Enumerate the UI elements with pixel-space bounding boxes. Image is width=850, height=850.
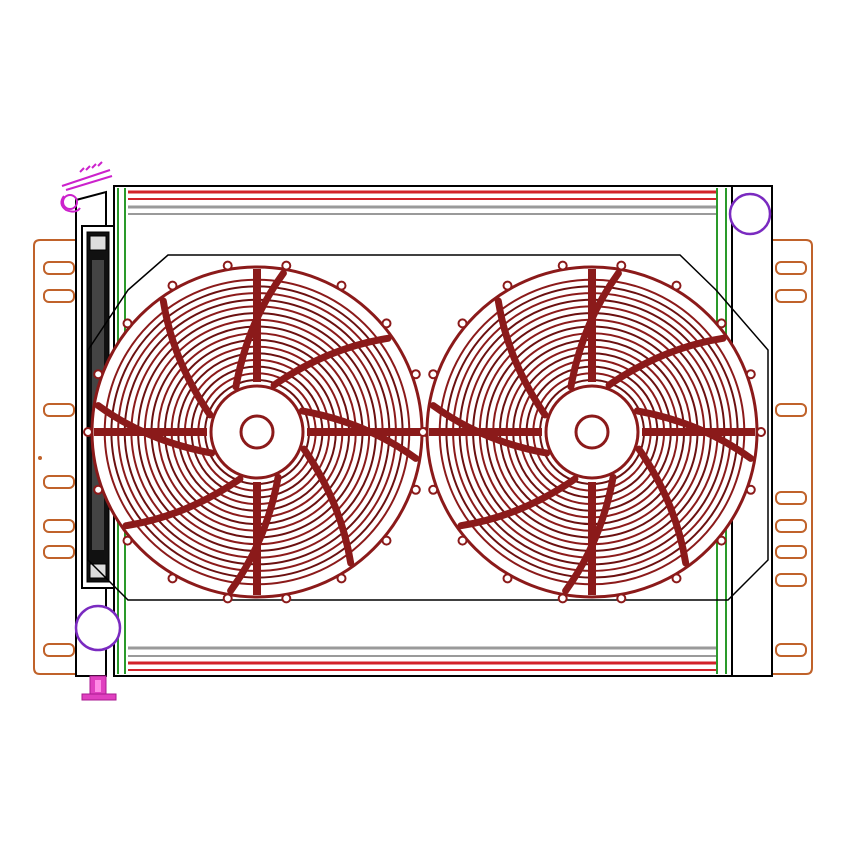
fan-tab	[428, 369, 439, 380]
fan-tab	[122, 535, 133, 546]
fan-tab	[502, 573, 513, 584]
fan-tab	[222, 593, 233, 604]
fan-tab	[428, 484, 439, 495]
logo-icon	[60, 161, 113, 213]
fan-tab	[281, 593, 292, 604]
fan-tab	[671, 280, 682, 291]
fan-tab	[167, 573, 178, 584]
fan-tab	[745, 484, 756, 495]
fan-tab	[457, 318, 468, 329]
fan-tab	[381, 318, 392, 329]
outlet-neck-icon	[74, 604, 122, 652]
fan-tab	[122, 318, 133, 329]
drain-valve-icon	[81, 675, 117, 701]
fan-tab	[281, 260, 292, 271]
fans-group	[83, 260, 766, 604]
fan-blade	[159, 297, 214, 419]
fan-tab	[716, 318, 727, 329]
fan-blade	[635, 445, 690, 567]
fan-tab	[381, 535, 392, 546]
right-tank-ribs	[775, 261, 807, 657]
fan-tab	[83, 427, 93, 437]
fan-tab	[616, 593, 627, 604]
fan-tab	[616, 260, 627, 271]
fan-shroud	[87, 254, 769, 601]
fan-blade	[270, 334, 392, 389]
fan-tab	[716, 535, 727, 546]
fan-tab	[336, 573, 347, 584]
fan-tab	[222, 260, 233, 271]
fan-tab	[502, 280, 513, 291]
fan-2	[418, 260, 766, 604]
fan-tab	[93, 369, 104, 380]
fan-tab	[557, 593, 568, 604]
fan-tab	[671, 573, 682, 584]
left-tank-ribs	[43, 261, 75, 657]
fan-tab	[457, 535, 468, 546]
tank-marker	[38, 456, 42, 460]
fan-tab	[410, 369, 421, 380]
fan-tab	[410, 484, 421, 495]
fan-motor-center	[574, 414, 610, 450]
fan-tab	[167, 280, 178, 291]
fan-motor-center	[239, 414, 275, 450]
inlet-neck-icon	[728, 192, 772, 236]
fan-blade	[494, 297, 549, 419]
fan-blade	[457, 475, 579, 530]
fan-tab	[418, 427, 428, 437]
fan-blade	[122, 475, 244, 530]
fan-tab	[756, 427, 766, 437]
fan-blade	[605, 334, 727, 389]
fan-1	[83, 260, 431, 604]
fan-tab	[557, 260, 568, 271]
fan-blade	[300, 445, 355, 567]
fan-tab	[93, 484, 104, 495]
left-side-tank	[33, 239, 78, 675]
right-side-tank	[772, 239, 813, 675]
fan-tab	[336, 280, 347, 291]
fan-tab	[745, 369, 756, 380]
